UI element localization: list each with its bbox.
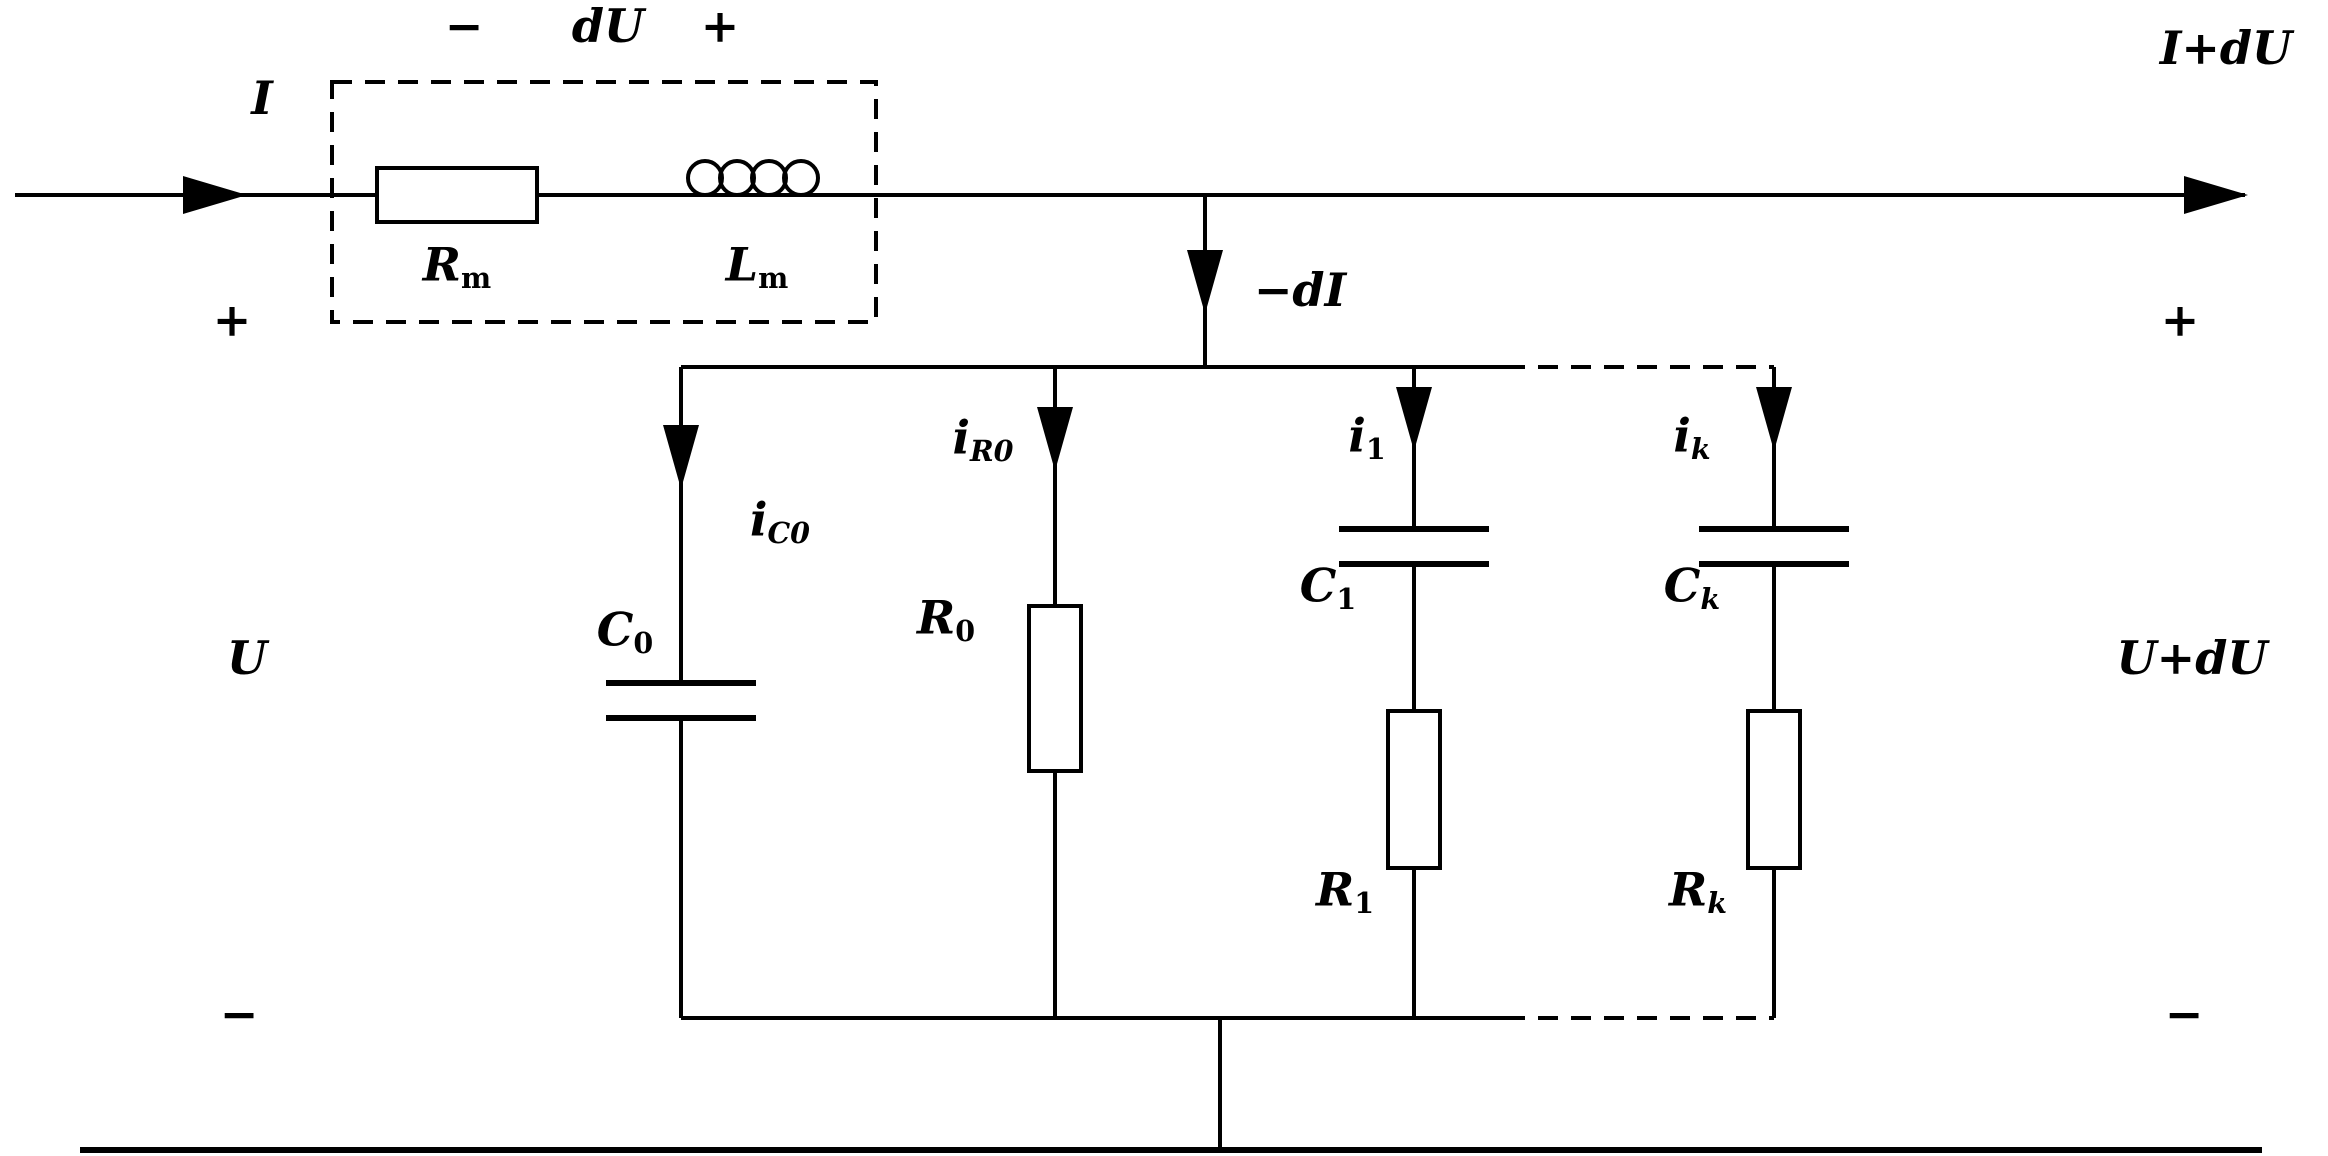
shunt-current-arrow (1187, 250, 1223, 314)
label-c1: C1 (1300, 562, 1356, 614)
label-i1-symbol: i (1348, 408, 1366, 463)
label-c1-sub: 1 (1336, 582, 1357, 617)
label-current-in: I (251, 71, 273, 125)
label-c0-symbol: C (596, 602, 634, 657)
label-ck-symbol: C (1663, 558, 1701, 613)
label-r0-symbol: R (916, 590, 956, 645)
label-ck-sub: k (1700, 582, 1721, 617)
label-voltage-left: U (226, 631, 268, 685)
inductor-lm-coil (686, 159, 820, 197)
label-ic0-sub: C0 (767, 516, 811, 551)
label-current-ir0: iR0 (952, 414, 1013, 466)
label-r1-sub: 1 (1354, 886, 1375, 921)
label-current-ic0: iC0 (750, 496, 810, 548)
label-c1-symbol: C (1299, 558, 1337, 613)
inductor-lm-loop (750, 159, 788, 197)
label-lm-sub: m (758, 261, 789, 296)
label-lm: Lm (726, 241, 789, 293)
label-current-ik: ik (1673, 412, 1710, 464)
label-plus-left: + (212, 293, 252, 347)
current-arrow-right (2184, 176, 2248, 214)
label-rk: Rk (1669, 866, 1727, 918)
resistor-rk-body (1746, 709, 1802, 870)
branch-r0-current-arrow (1037, 407, 1073, 471)
label-plus-right: + (2160, 293, 2200, 347)
inductor-lm-loop (686, 159, 724, 197)
label-rm-sub: m (461, 261, 492, 296)
label-r1-symbol: R (1315, 862, 1355, 917)
label-voltage-right: U+dU (2116, 631, 2268, 685)
label-ik-symbol: i (1673, 408, 1691, 463)
resistor-rm-body (375, 166, 539, 224)
branch-ckrk-current-arrow (1756, 387, 1792, 451)
label-ir0-symbol: i (952, 410, 970, 465)
label-r0-sub: 0 (955, 614, 976, 649)
label-series-plus: + (700, 0, 740, 53)
label-c0: C0 (597, 606, 653, 658)
inductor-lm-loop (718, 159, 756, 197)
series-impedance-dashed-box (330, 80, 878, 324)
resistor-r1-body (1386, 709, 1442, 870)
label-lm-symbol: L (725, 237, 759, 292)
current-arrow-left (183, 176, 247, 214)
branch-c0-current-arrow (663, 425, 699, 489)
label-ik-sub: k (1690, 432, 1711, 467)
label-series-voltage: dU (571, 0, 645, 53)
label-r1: R1 (1316, 866, 1374, 918)
branch-c1r1-current-arrow (1396, 387, 1432, 451)
label-rm-symbol: R (422, 237, 462, 292)
label-rk-symbol: R (1669, 862, 1708, 917)
label-rk-sub: k (1707, 886, 1727, 921)
label-shunt-current: −dI (1253, 263, 1347, 317)
label-c0-sub: 0 (633, 626, 654, 661)
inductor-lm-loop (782, 159, 820, 197)
label-minus-right: − (2164, 987, 2204, 1041)
label-ck: Ck (1664, 562, 1720, 614)
label-ic0-symbol: i (749, 492, 768, 547)
label-series-minus: − (444, 0, 484, 53)
label-rm: Rm (423, 241, 491, 293)
label-i1-sub: 1 (1365, 432, 1386, 467)
resistor-r0-body (1027, 604, 1083, 773)
label-current-out: I+dU (2159, 21, 2293, 75)
label-current-i1: i1 (1348, 412, 1385, 464)
label-ir0-sub: R0 (969, 434, 1014, 469)
label-minus-left: − (219, 987, 259, 1041)
label-r0: R0 (917, 594, 975, 646)
